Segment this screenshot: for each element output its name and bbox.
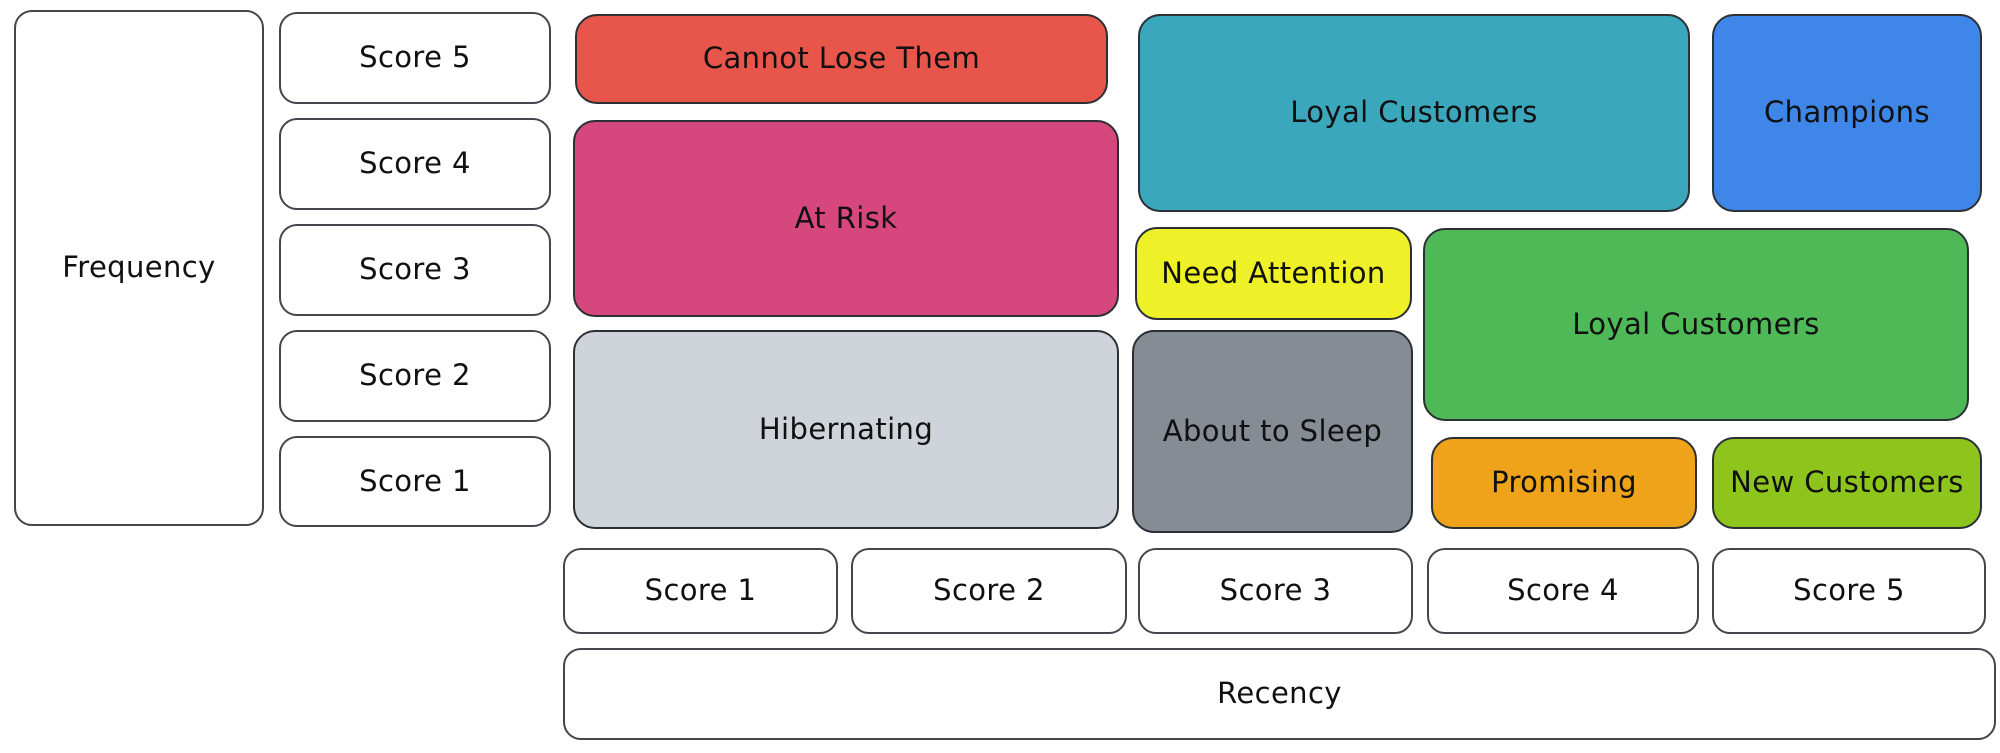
recency-score-3-label: Score 3 [1219,573,1332,608]
segment-champions-label: Champions [1764,95,1930,130]
segment-loyal-customers-top-label: Loyal Customers [1290,95,1538,130]
segment-promising-label: Promising [1491,465,1637,500]
segment-loyal-customers-top: Loyal Customers [1138,14,1690,212]
frequency-score-1-label: Score 1 [359,463,471,498]
frequency-axis-box: Frequency [14,10,264,526]
segment-cannot-lose-them-label: Cannot Lose Them [702,41,981,76]
recency-score-4-box: Score 4 [1427,548,1699,634]
recency-score-2-label: Score 2 [933,573,1045,608]
frequency-score-3-box: Score 3 [279,224,551,316]
recency-axis-box: Recency [563,648,1996,740]
segment-champions: Champions [1712,14,1982,212]
recency-score-1-box: Score 1 [563,548,838,634]
frequency-score-5-label: Score 5 [359,40,471,75]
segment-need-attention-label: Need Attention [1161,255,1386,290]
segment-cannot-lose-them: Cannot Lose Them [575,14,1108,104]
segment-promising: Promising [1431,437,1697,529]
segment-about-to-sleep-label: About to Sleep [1162,413,1383,448]
recency-score-2-box: Score 2 [851,548,1127,634]
segment-need-attention: Need Attention [1135,227,1412,320]
frequency-score-3-label: Score 3 [359,252,471,287]
segment-loyal-customers-mid-label: Loyal Customers [1572,306,1820,341]
frequency-score-2-box: Score 2 [279,330,551,422]
recency-score-5-box: Score 5 [1712,548,1986,634]
recency-score-4-label: Score 4 [1507,573,1619,608]
recency-axis-label: Recency [1217,676,1342,711]
frequency-score-5-box: Score 5 [279,12,551,104]
frequency-score-1-box: Score 1 [279,436,551,527]
frequency-score-4-label: Score 4 [359,146,471,181]
segment-hibernating: Hibernating [573,330,1119,529]
segment-about-to-sleep: About to Sleep [1132,330,1413,533]
frequency-score-4-box: Score 4 [279,118,551,210]
segment-new-customers-label: New Customers [1730,465,1964,500]
frequency-score-2-label: Score 2 [359,358,471,393]
segment-at-risk: At Risk [573,120,1119,317]
segment-new-customers: New Customers [1712,437,1982,529]
segment-loyal-customers-mid: Loyal Customers [1423,228,1969,421]
segment-hibernating-label: Hibernating [758,411,934,446]
recency-score-5-label: Score 5 [1793,573,1905,608]
recency-score-1-label: Score 1 [644,573,757,608]
segment-at-risk-label: At Risk [794,200,898,235]
recency-score-3-box: Score 3 [1138,548,1413,634]
frequency-axis-label: Frequency [62,250,216,285]
